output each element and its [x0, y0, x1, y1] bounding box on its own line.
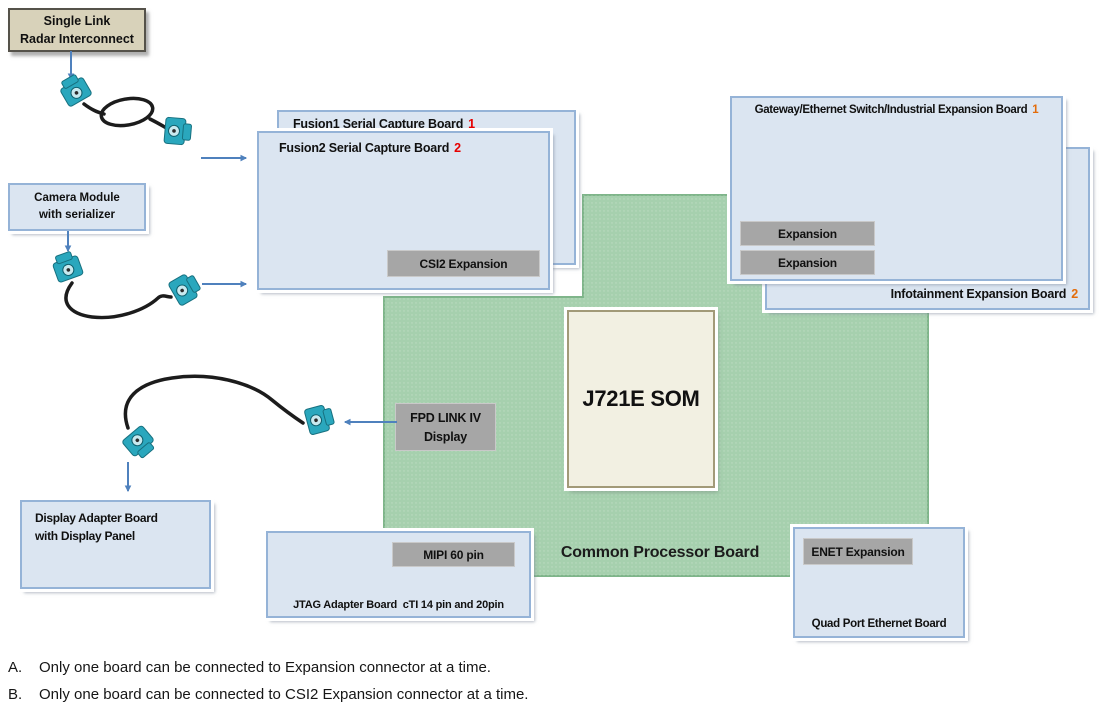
fusion2-board-number: 2	[454, 141, 461, 155]
fakra-connector-icon	[49, 249, 85, 284]
infotainment-board-number: 2	[1071, 287, 1078, 301]
jtag-adapter-board: MIPI 60 pin JTAG Adapter Board cTI 14 pi…	[266, 531, 531, 618]
gateway-expansion-board: Gateway/Ethernet Switch/Industrial Expan…	[730, 96, 1063, 281]
display-adapter-board: Display Adapter Board with Display Panel	[20, 500, 211, 589]
fakra-connector-icon	[121, 424, 159, 463]
camera-coax-cable	[49, 249, 204, 320]
radar-interconnect-box: Single Link Radar Interconnect	[8, 8, 146, 52]
camera-line1: Camera Module	[34, 192, 120, 205]
fpd-link-line2: Display	[423, 430, 468, 445]
display-adapter-label: Display Adapter Board with Display Panel	[35, 511, 158, 543]
fpd-link-line1: FPD LINK IV	[410, 411, 481, 425]
quad-port-board-label: Quad Port Ethernet Board	[811, 618, 947, 630]
j721e-som-label: J721E SOM	[582, 386, 700, 411]
footnote-b: B. Only one board can be connected to CS…	[8, 686, 528, 703]
footnote-a-letter: A.	[8, 659, 23, 676]
csi2-expansion-connector: CSI2 Expansion	[387, 250, 540, 277]
fakra-connector-icon	[163, 116, 193, 146]
radar-line1: Single Link	[43, 13, 111, 28]
footnote-a-text: Only one board can be connected to Expan…	[39, 659, 491, 676]
quad-port-ethernet-board: ENET Expansion Quad Port Ethernet Board	[793, 527, 965, 638]
expansion-connector-bottom: Expansion	[740, 250, 875, 275]
enet-expansion-connector: ENET Expansion	[803, 538, 913, 565]
gateway-board-number: 1	[1032, 104, 1039, 116]
footnote-a: A. Only one board can be connected to Ex…	[8, 659, 528, 676]
footnote-b-text: Only one board can be connected to CSI2 …	[39, 686, 529, 703]
fusion1-board-number: 1	[468, 117, 475, 131]
radar-line2: Radar Interconnect	[20, 32, 134, 46]
jtag-board-label: JTAG Adapter Board cTI 14 pin and 20pin	[293, 599, 504, 611]
camera-module-box: Camera Module with serializer	[8, 183, 146, 231]
camera-line2: with serializer	[38, 209, 116, 221]
mipi-60pin-connector: MIPI 60 pin	[392, 542, 515, 567]
j721e-som-box: J721E SOM	[567, 310, 715, 488]
fakra-connector-icon	[56, 71, 93, 108]
footnote-b-letter: B.	[8, 686, 23, 703]
common-processor-board-label: Common Processor Board	[560, 544, 760, 561]
footnotes: A. Only one board can be connected to Ex…	[8, 659, 528, 713]
gateway-board-title: Gateway/Ethernet Switch/Industrial Expan…	[754, 104, 1039, 116]
display-coax-cable	[121, 374, 337, 463]
fakra-connector-icon	[167, 270, 204, 307]
fpd-link-iv-display-connector: FPD LINK IV Display	[395, 403, 496, 451]
expansion-connector-top: Expansion	[740, 221, 875, 246]
radar-coax-cable	[56, 71, 193, 146]
fakra-connector-icon	[303, 402, 337, 436]
